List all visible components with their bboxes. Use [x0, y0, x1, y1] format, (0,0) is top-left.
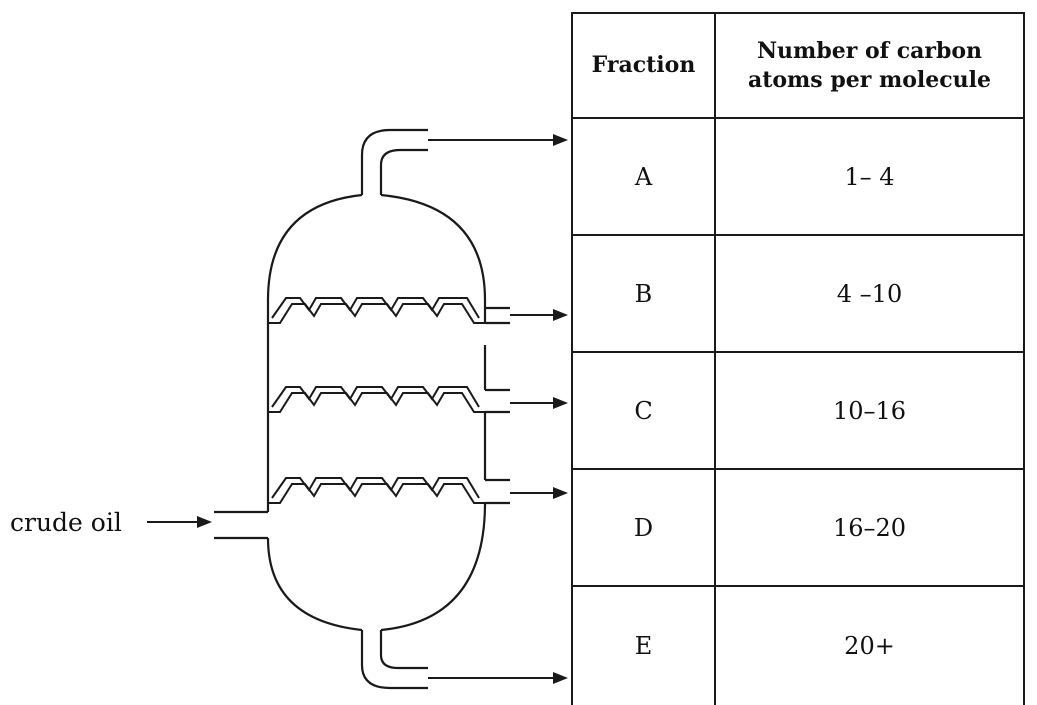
- arrow-fraction-d: [510, 487, 568, 499]
- fraction-cell: D: [571, 468, 716, 587]
- carbon-atoms-cell: 4 –10: [714, 234, 1025, 353]
- fraction-cell: E: [571, 585, 716, 705]
- crude-oil-label: crude oil: [10, 508, 122, 537]
- carbon-atoms-cell: 20+: [714, 585, 1025, 705]
- column-left-wall: [266, 193, 363, 632]
- top-outlet-pipe: [360, 128, 428, 195]
- crude-oil-inlet-pipe: [214, 510, 268, 540]
- header-carbon-atoms: Number of carbon atoms per molecule: [714, 12, 1025, 119]
- tray-3: [268, 477, 510, 505]
- table-row: D 16–20: [571, 468, 1025, 587]
- bottom-outlet-pipe: [360, 630, 428, 690]
- arrow-fraction-b: [510, 309, 568, 321]
- table-row: A 1– 4: [571, 117, 1025, 236]
- header-fraction: Fraction: [571, 12, 716, 119]
- fraction-cell: A: [571, 117, 716, 236]
- fraction-cell: C: [571, 351, 716, 470]
- carbon-atoms-cell: 10–16: [714, 351, 1025, 470]
- carbon-atoms-cell: 1– 4: [714, 117, 1025, 236]
- table-row: E 20+: [571, 585, 1025, 705]
- column-right-wall: [380, 193, 487, 632]
- table-header-row: Fraction Number of carbon atoms per mole…: [571, 12, 1025, 119]
- table-row: B 4 –10: [571, 234, 1025, 353]
- crude-oil-feed-arrow: [147, 516, 212, 528]
- fractions-table: Fraction Number of carbon atoms per mole…: [571, 12, 1025, 705]
- carbon-atoms-cell: 16–20: [714, 468, 1025, 587]
- header-carbon-line2: atoms per molecule: [747, 66, 992, 93]
- arrow-fraction-a: [428, 134, 568, 146]
- table-row: C 10–16: [571, 351, 1025, 470]
- header-carbon-line1: Number of carbon: [756, 37, 983, 64]
- arrow-fraction-c: [510, 397, 568, 409]
- arrow-fraction-e: [428, 672, 568, 684]
- fraction-cell: B: [571, 234, 716, 353]
- tray-1: [268, 297, 510, 325]
- tray-2: [268, 386, 510, 414]
